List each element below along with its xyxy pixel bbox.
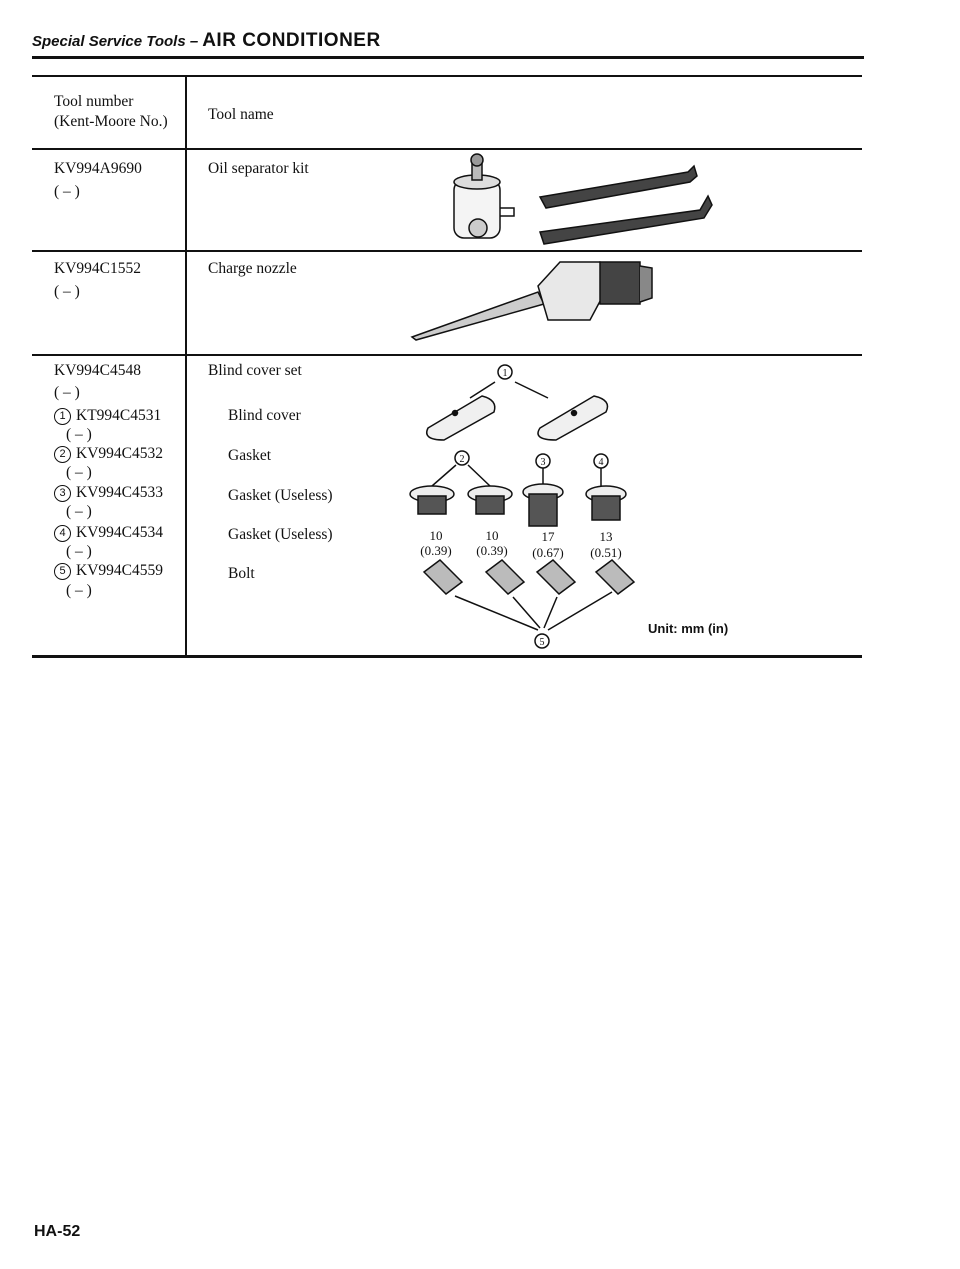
part-number: 2 KV994C4532: [54, 444, 163, 463]
tool-number: KV994A9690: [54, 160, 142, 177]
kent-moore-number: ( – ): [54, 183, 80, 200]
column-divider: [185, 75, 187, 655]
col-header-number: Tool number: [54, 93, 134, 110]
marker-4-label: 4: [599, 457, 604, 468]
table-bottom-rule: [32, 655, 862, 658]
tool-name: Charge nozzle: [208, 260, 297, 277]
blind-cover-set-illustration: 1 2 3 4 5: [409, 364, 636, 649]
marker-1: 1: [54, 408, 71, 425]
part-number: 1 KT994C4531: [54, 406, 161, 425]
col-header-name: Tool name: [208, 106, 274, 123]
marker-1-label: 1: [503, 368, 508, 379]
dim-in: (0.39): [420, 543, 451, 558]
row-separator: [32, 354, 862, 356]
dim-in: (0.51): [590, 545, 621, 560]
dim-mm: 10: [430, 528, 443, 543]
tools-table: Tool number (Kent-Moore No.) Tool name K…: [32, 75, 862, 661]
tool-name: Blind cover set: [208, 362, 302, 379]
col-header-kent-moore: (Kent-Moore No.): [54, 113, 168, 130]
dim-mm: 13: [600, 529, 613, 544]
part-kent-moore: ( – ): [66, 543, 92, 560]
dim-mm: 17: [542, 529, 556, 544]
marker-2-label: 2: [460, 454, 465, 465]
table-top-rule: [32, 75, 862, 77]
part-kent-moore: ( – ): [66, 503, 92, 520]
part-kent-moore: ( – ): [66, 426, 92, 443]
section-title: Special Service Tools –: [32, 33, 199, 50]
marker-3: 3: [54, 485, 71, 502]
part-kent-moore: ( – ): [66, 464, 92, 481]
marker-5: 5: [54, 563, 71, 580]
header-rule: [32, 56, 864, 59]
tool-number: KV994C1552: [54, 260, 141, 277]
chapter-title: AIR CONDITIONER: [202, 30, 381, 51]
dimension-labels: 10 (0.39) 10 (0.39) 17 (0.67) 13 (0.51): [420, 528, 621, 560]
part-name: Gasket (Useless): [228, 526, 333, 543]
part-number-text: KV994C4532: [76, 445, 163, 462]
part-name: Blind cover: [228, 407, 301, 424]
kent-moore-number: ( – ): [54, 283, 80, 300]
header-separator: [32, 148, 862, 150]
charge-nozzle-illustration: [410, 261, 653, 341]
part-number: 5 KV994C4559: [54, 561, 163, 580]
unit-note: Unit: mm (in): [648, 621, 729, 636]
part-number-text: KV994C4559: [76, 562, 163, 579]
oil-separator-illustration: [453, 153, 713, 245]
page-header: Special Service Tools – AIR CONDITIONER: [32, 30, 864, 59]
part-name: Gasket (Useless): [228, 487, 333, 504]
marker-5-label: 5: [540, 637, 545, 648]
part-number-text: KV994C4533: [76, 484, 163, 501]
part-number-text: KV994C4534: [76, 524, 163, 541]
tool-number: KV994C4548: [54, 362, 141, 379]
row-separator: [32, 250, 862, 252]
marker-2: 2: [54, 446, 71, 463]
kent-moore-number: ( – ): [54, 384, 80, 401]
part-number-text: KT994C4531: [76, 407, 162, 424]
page-number: HA-52: [34, 1223, 81, 1240]
tool-name: Oil separator kit: [208, 160, 309, 177]
marker-3-label: 3: [541, 457, 546, 468]
dim-mm: 10: [486, 528, 499, 543]
part-number: 3 KV994C4533: [54, 483, 163, 502]
part-name: Bolt: [228, 565, 255, 582]
part-kent-moore: ( – ): [66, 582, 92, 599]
dim-in: (0.67): [532, 545, 563, 560]
part-number: 4 KV994C4534: [54, 523, 163, 542]
dim-in: (0.39): [476, 543, 507, 558]
part-name: Gasket: [228, 447, 272, 464]
marker-4: 4: [54, 525, 71, 542]
